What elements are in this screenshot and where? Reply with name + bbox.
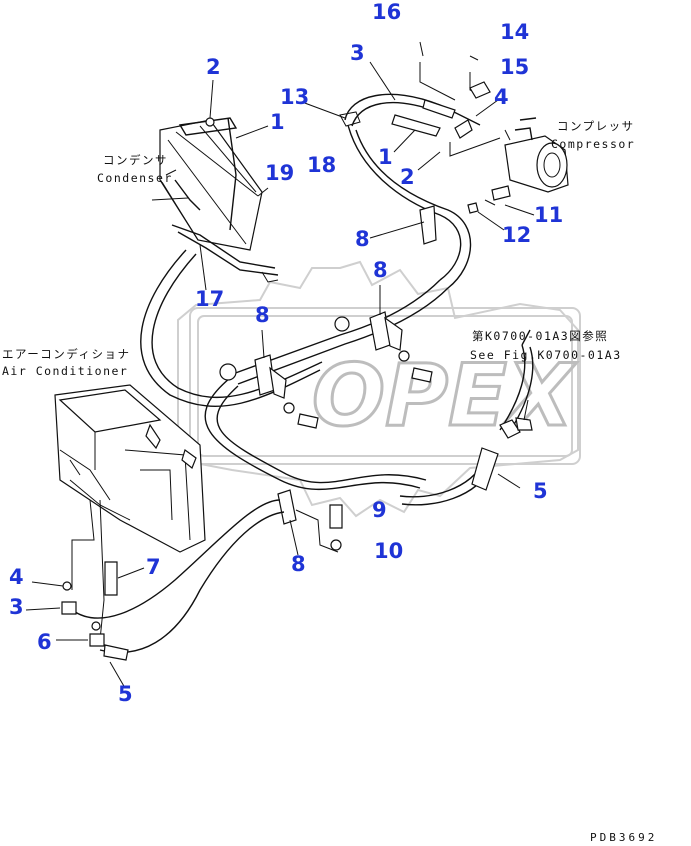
callout-8d: 8	[291, 552, 306, 576]
compressor-drawing	[504, 117, 569, 193]
callout-2: 2	[206, 55, 221, 79]
callout-3: 3	[350, 41, 365, 65]
clamps	[219, 311, 433, 553]
figure-reference-en: See Fig.K0700-01A3	[470, 348, 622, 362]
callout-15: 15	[500, 55, 530, 79]
callout-4: 4	[494, 85, 509, 109]
callout-14: 14	[500, 20, 530, 44]
condenser-label-jp: コンデンサ	[103, 153, 168, 167]
callout-4b: 4	[9, 565, 24, 589]
callout-11: 11	[534, 203, 564, 227]
callout-9: 9	[372, 498, 387, 522]
callout-6: 6	[37, 630, 52, 654]
callout-8c: 8	[255, 303, 270, 327]
callout-19: 19	[265, 161, 295, 185]
callout-18: 18	[307, 153, 337, 177]
callout-1b: 1	[378, 145, 393, 169]
callout-5: 5	[533, 479, 548, 503]
figure-reference-jp: 第K0700-01A3図参照	[472, 329, 609, 343]
condenser-label-en: Condenser	[97, 171, 173, 185]
leader-lines	[25, 41, 535, 689]
callout-10: 10	[374, 539, 404, 563]
compressor-label-jp: コンプレッサ	[557, 119, 635, 133]
drawing-code: PDB3692	[590, 831, 658, 844]
watermark-text: OPEX	[312, 346, 577, 446]
callout-8b: 8	[373, 258, 388, 282]
callout-1: 1	[270, 110, 285, 134]
callout-16: 16	[372, 0, 402, 24]
callout-7: 7	[146, 555, 161, 579]
callout-2b: 2	[400, 165, 415, 189]
callout-17: 17	[195, 287, 225, 311]
air-conditioner-label-en: Air Conditioner	[2, 364, 129, 378]
air-conditioner-label-jp: エアーコンディショナ	[2, 347, 131, 361]
callout-13: 13	[280, 85, 310, 109]
compressor-label-en: Compressor	[551, 137, 636, 151]
air-conditioner-drawing	[54, 384, 285, 661]
condenser-drawing	[159, 117, 279, 283]
callout-3b: 3	[9, 595, 24, 619]
callout-8: 8	[355, 227, 370, 251]
callout-5b: 5	[118, 682, 133, 706]
callout-12: 12	[502, 223, 532, 247]
upper-hoses	[339, 62, 511, 289]
